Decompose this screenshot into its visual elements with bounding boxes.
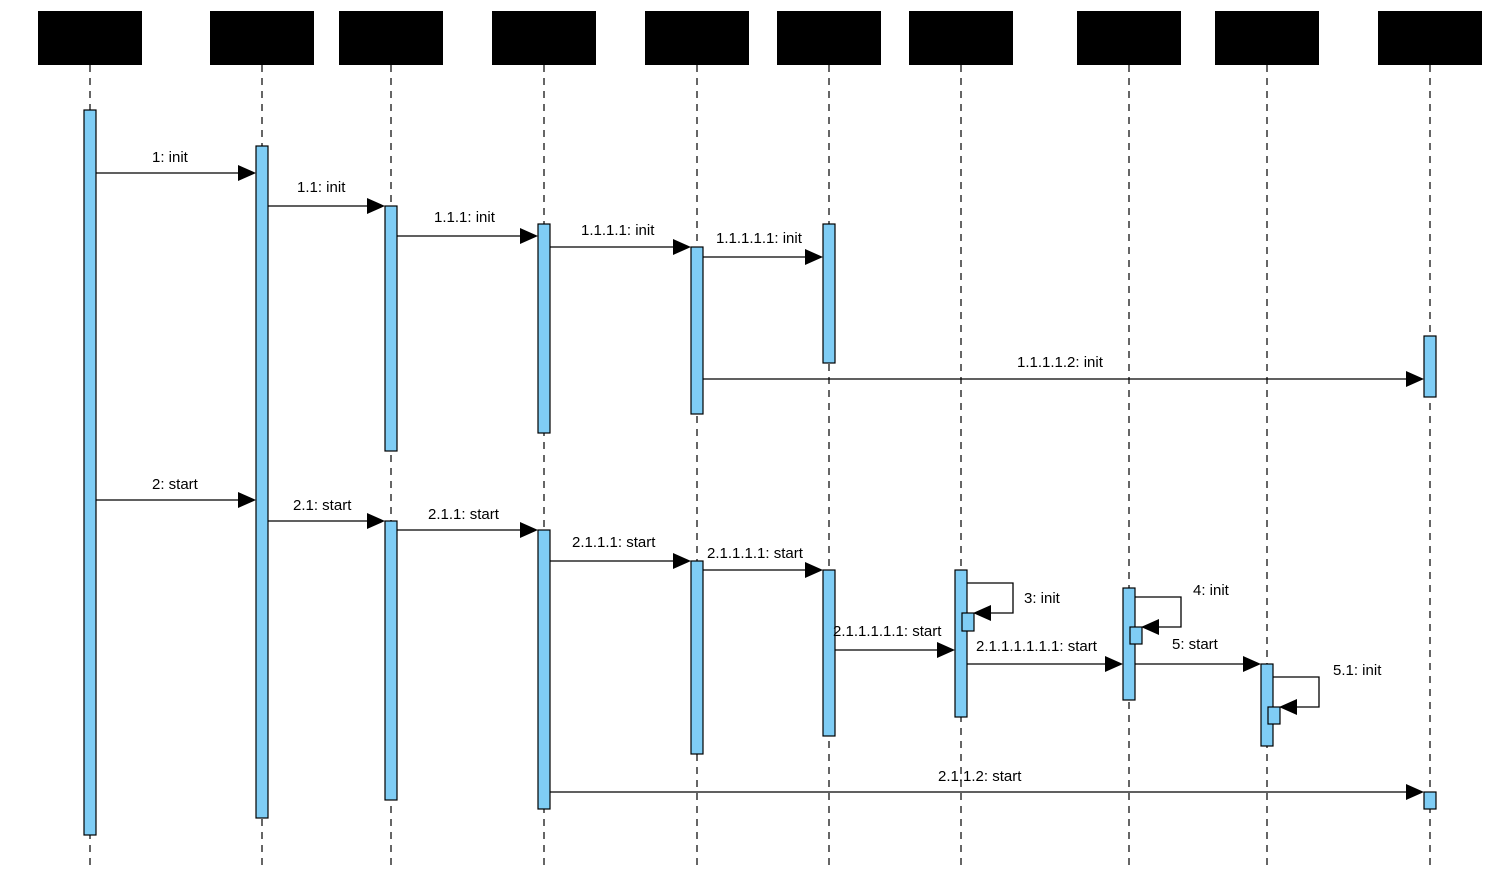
activation-bar	[822, 223, 836, 364]
message-label: 5: start	[1172, 636, 1219, 653]
arrowhead	[1243, 656, 1261, 672]
message-11[interactable]: 2.1.1.1.1: start	[703, 545, 823, 578]
message-label: 1.1.1: init	[434, 209, 496, 226]
message-12[interactable]: 3: init	[967, 582, 1061, 621]
message-3[interactable]: 1.1.1: init	[397, 209, 538, 244]
activation-bar	[961, 612, 975, 632]
message-15[interactable]: 2.1.1.1.1.1.1: start	[967, 638, 1123, 672]
message-2[interactable]: 1.1: init	[268, 179, 385, 214]
message-5[interactable]: 1.1.1.1.1: init	[703, 230, 823, 265]
message-label: 1.1: init	[297, 179, 346, 196]
activation-bar	[537, 529, 551, 810]
message-label: 4: init	[1193, 582, 1230, 599]
activation-bar	[384, 520, 398, 801]
activation-bar	[1423, 791, 1437, 810]
arrowhead	[1279, 699, 1297, 715]
arrowhead	[937, 642, 955, 658]
message-10[interactable]: 2.1.1.1: start	[550, 534, 691, 569]
activation-bar	[1267, 706, 1281, 725]
arrowhead	[238, 165, 256, 181]
self-message-line	[1273, 676, 1320, 708]
message-label: 3: init	[1024, 590, 1061, 607]
arrowhead	[1406, 371, 1424, 387]
message-16[interactable]: 5: start	[1135, 636, 1261, 672]
message-label: 1.1.1.1.2: init	[1017, 354, 1104, 371]
activation-bar	[1423, 335, 1437, 398]
message-8[interactable]: 2.1: start	[268, 497, 385, 529]
activation-bar	[537, 223, 551, 434]
arrowhead	[1141, 619, 1159, 635]
arrowhead	[238, 492, 256, 508]
arrowhead	[520, 522, 538, 538]
arrowhead	[520, 228, 538, 244]
message-13[interactable]: 2.1.1.1.1.1: start	[833, 623, 955, 658]
activation-bar	[690, 560, 704, 755]
arrowhead	[1105, 656, 1123, 672]
message-label: 2: start	[152, 476, 199, 493]
self-message-line	[1135, 596, 1182, 628]
arrowhead	[805, 249, 823, 265]
message-label: 5.1: init	[1333, 662, 1382, 679]
self-message-line	[967, 582, 1014, 614]
activation-bar	[255, 145, 269, 819]
message-7[interactable]: 2: start	[96, 476, 256, 508]
arrowhead	[1406, 784, 1424, 800]
arrowhead	[673, 239, 691, 255]
message-label: 1.1.1.1.1: init	[716, 230, 803, 247]
activation-bar	[954, 569, 968, 718]
message-14[interactable]: 4: init	[1135, 582, 1230, 635]
message-label: 2.1.1.1: start	[572, 534, 656, 551]
message-label: 1: init	[152, 149, 189, 166]
message-1[interactable]: 1: init	[96, 149, 256, 181]
message-label: 2.1: start	[293, 497, 352, 514]
arrowhead	[367, 513, 385, 529]
message-6[interactable]: 1.1.1.1.2: init	[703, 354, 1424, 387]
activation-bar	[384, 205, 398, 452]
message-9[interactable]: 2.1.1: start	[397, 506, 538, 538]
message-label: 2.1.1.2: start	[938, 768, 1022, 785]
activation-bar	[83, 109, 97, 836]
activation-bar	[1260, 663, 1274, 747]
message-17[interactable]: 5.1: init	[1273, 662, 1382, 715]
message-18[interactable]: 2.1.1.2: start	[550, 768, 1424, 800]
message-label: 2.1.1: start	[428, 506, 500, 523]
message-label: 1.1.1.1: init	[581, 222, 655, 239]
arrowhead	[367, 198, 385, 214]
activation-bar	[822, 569, 836, 737]
message-4[interactable]: 1.1.1.1: init	[550, 222, 691, 255]
message-label: 2.1.1.1.1.1: start	[833, 623, 942, 640]
arrowhead	[673, 553, 691, 569]
arrowhead	[805, 562, 823, 578]
activation-bar	[690, 246, 704, 415]
arrowhead	[973, 605, 991, 621]
message-label: 2.1.1.1.1: start	[707, 545, 804, 562]
activation-bar	[1129, 626, 1143, 645]
message-label: 2.1.1.1.1.1.1: start	[976, 638, 1098, 655]
